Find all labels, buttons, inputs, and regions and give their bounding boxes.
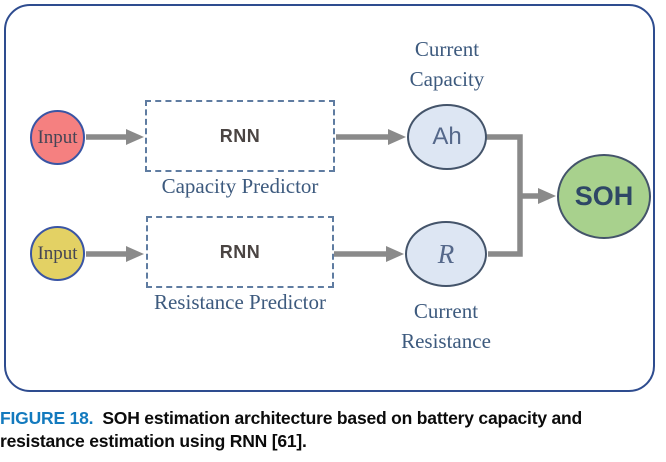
- current-capacity-line1: Current: [414, 37, 480, 61]
- rnn-box-resistance: RNN: [146, 216, 334, 288]
- capacity-predictor-label: Capacity Predictor: [161, 174, 319, 198]
- current-resistance-annotation: Current Resistance: [346, 296, 546, 356]
- soh-node: SOH: [557, 154, 651, 239]
- input-node-capacity: Input: [30, 110, 85, 165]
- ah-node: Ah: [407, 104, 487, 170]
- input-node-resistance-label: Input: [37, 242, 78, 264]
- resistance-predictor-label: Resistance Predictor: [153, 290, 327, 314]
- r-node: R: [405, 221, 487, 287]
- current-capacity-annotation: Current Capacity: [347, 34, 547, 94]
- figure-caption-line1: FIGURE 18. SOH estimation architecture ba…: [0, 407, 662, 430]
- figure-number-label: FIGURE 18.: [0, 408, 94, 428]
- rnn-box-capacity: RNN: [145, 100, 335, 172]
- current-resistance-line2: Resistance: [401, 329, 491, 353]
- rnn-box-resistance-label: RNN: [219, 241, 261, 262]
- input-node-capacity-label: Input: [37, 126, 78, 148]
- soh-node-label: SOH: [574, 181, 634, 211]
- figure-caption: FIGURE 18. SOH estimation architecture ba…: [0, 407, 662, 453]
- current-capacity-line2: Capacity: [409, 67, 485, 91]
- figure-caption-line2: resistance estimation using RNN [61].: [0, 431, 307, 451]
- ah-node-label: Ah: [432, 123, 462, 150]
- figure-caption-text1: SOH estimation architecture based on bat…: [102, 408, 583, 428]
- current-resistance-line1: Current: [413, 299, 479, 323]
- rnn-box-capacity-label: RNN: [219, 125, 261, 146]
- r-node-label: R: [437, 238, 455, 269]
- input-node-resistance: Input: [30, 226, 85, 281]
